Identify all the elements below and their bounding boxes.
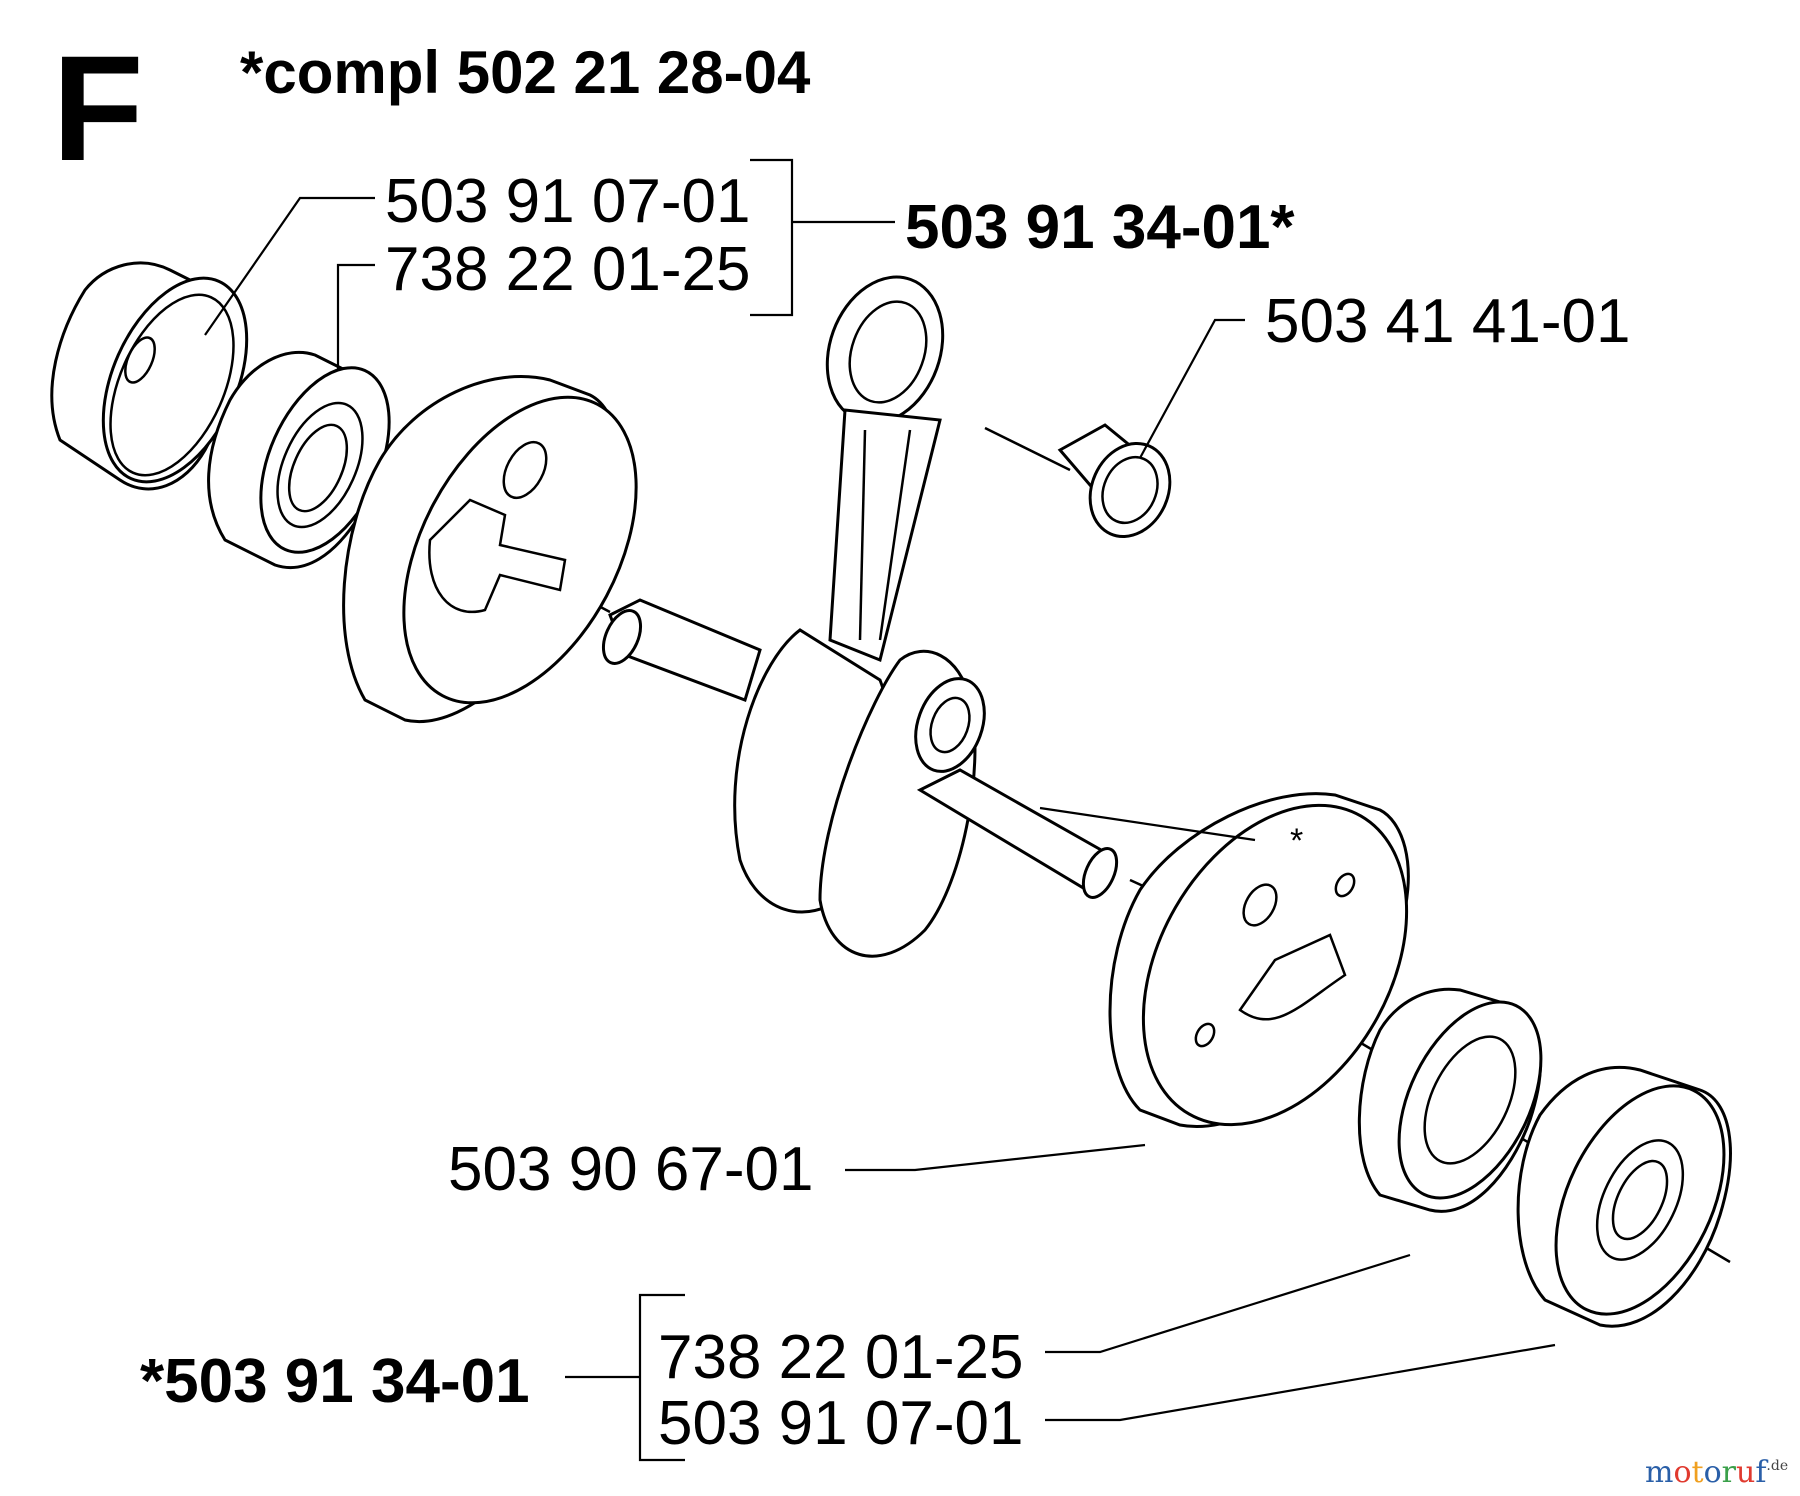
bottom-bearing-part — [1357, 987, 1543, 1213]
crankshaft-left-shaft — [601, 598, 762, 702]
leader-lines: * — [204, 158, 1556, 1462]
connecting-rod-part — [825, 275, 945, 663]
label-top-seal: 503 91 07-01 — [385, 167, 750, 236]
wm-suffix: .de — [1766, 1458, 1788, 1474]
watermark-logo: motoruf.de — [1645, 1455, 1788, 1490]
wm-letter-t: t — [1692, 1455, 1704, 1490]
needle-bearing-part — [1057, 423, 1172, 538]
label-bottom-bearing: 738 22 01-25 — [658, 1323, 1023, 1392]
right-flywheel-part — [1108, 792, 1410, 1128]
section-letter: F — [52, 24, 144, 192]
top-seal-part — [50, 261, 249, 491]
left-flywheel-part — [342, 375, 638, 723]
label-flywheel-half: 503 90 67-01 — [448, 1135, 813, 1204]
wm-letter-u: u — [1736, 1455, 1755, 1490]
label-top-group: 503 91 34-01* — [905, 193, 1295, 262]
top-bearing-part — [207, 350, 391, 570]
wm-letter-r: r — [1722, 1455, 1737, 1490]
bottom-seal-part — [1516, 1065, 1732, 1328]
asterisk-mark: * — [1290, 822, 1303, 860]
label-bottom-group: *503 91 34-01 — [140, 1347, 530, 1416]
wm-letter-f: f — [1755, 1455, 1768, 1490]
crankshaft-right-shaft — [916, 768, 1119, 899]
wm-letter-o1: o — [1673, 1455, 1691, 1490]
label-bottom-seal: 503 91 07-01 — [658, 1389, 1023, 1458]
wm-letter-o2: o — [1704, 1455, 1722, 1490]
assembly-title: *compl 502 21 28-04 — [240, 39, 811, 106]
crank-webs-part — [733, 628, 986, 958]
label-top-bearing: 738 22 01-25 — [385, 235, 750, 304]
watermark-text: motoruf.de — [1645, 1455, 1788, 1490]
wm-letter-m: m — [1645, 1455, 1673, 1490]
label-needle-bearing: 503 41 41-01 — [1265, 287, 1630, 356]
